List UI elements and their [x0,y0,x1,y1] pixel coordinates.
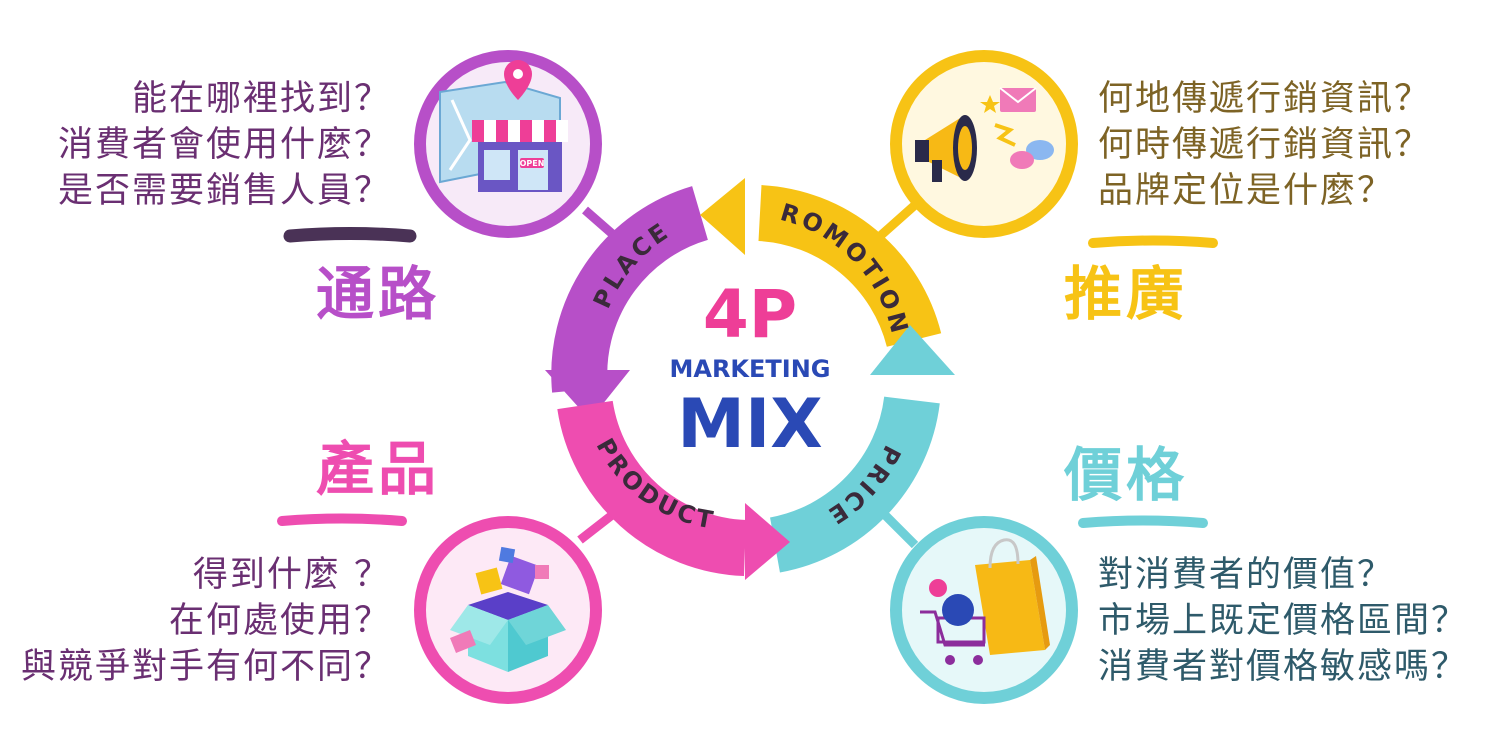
center-4p: 4P [703,276,797,353]
product-question-2: 在何處使用？ [21,598,391,644]
price-question-1: 對消費者的價值？ [1098,552,1468,598]
price-icon-circle [896,522,1072,698]
promotion-arrowhead [700,178,745,255]
price-questions: 對消費者的價值？ 市場上既定價格區間？ 消費者對價格敏感嗎？ [1098,552,1468,690]
discount-badge-icon [942,594,974,626]
promotion-question-3: 品牌定位是什麼？ [1098,168,1431,214]
product-question-3: 與競爭對手有何不同？ [21,644,391,690]
center-mix: MIX [677,385,822,464]
place-questions: 能在哪裡找到？ 消費者會使用什麼？ 是否需要銷售人員？ [58,76,391,214]
promotion-icon-circle [896,56,1072,232]
price-question-2: 市場上既定價格區間？ [1098,598,1468,644]
price-question-3: 消費者對價格敏感嗎？ [1098,644,1468,690]
product-question-1: 得到什麼 ？ [21,552,391,598]
place-title: 通路 [316,262,440,326]
promotion-title: 推廣 [1064,262,1188,326]
place-question-1: 能在哪裡找到？ [58,76,391,122]
open-sign: OPEN [520,159,545,168]
place-question-2: 消費者會使用什麼？ [58,122,391,168]
center-marketing: MARKETING [669,355,830,383]
promotion-question-2: 何時傳遞行銷資訊？ [1098,122,1431,168]
center-title: 4P MARKETING MIX [669,276,830,464]
place-question-3: 是否需要銷售人員？ [58,168,391,214]
place-icon-circle: OPEN [420,56,596,232]
price-title: 價格 [1064,443,1188,507]
product-icon-circle [420,522,596,698]
promotion-question-1: 何地傳遞行銷資訊？ [1098,76,1431,122]
promotion-questions: 何地傳遞行銷資訊？ 何時傳遞行銷資訊？ 品牌定位是什麼？ [1098,76,1431,214]
product-title: 產品 [316,437,440,501]
product-questions: 得到什麼 ？ 在何處使用？ 與競爭對手有何不同？ [21,552,391,690]
